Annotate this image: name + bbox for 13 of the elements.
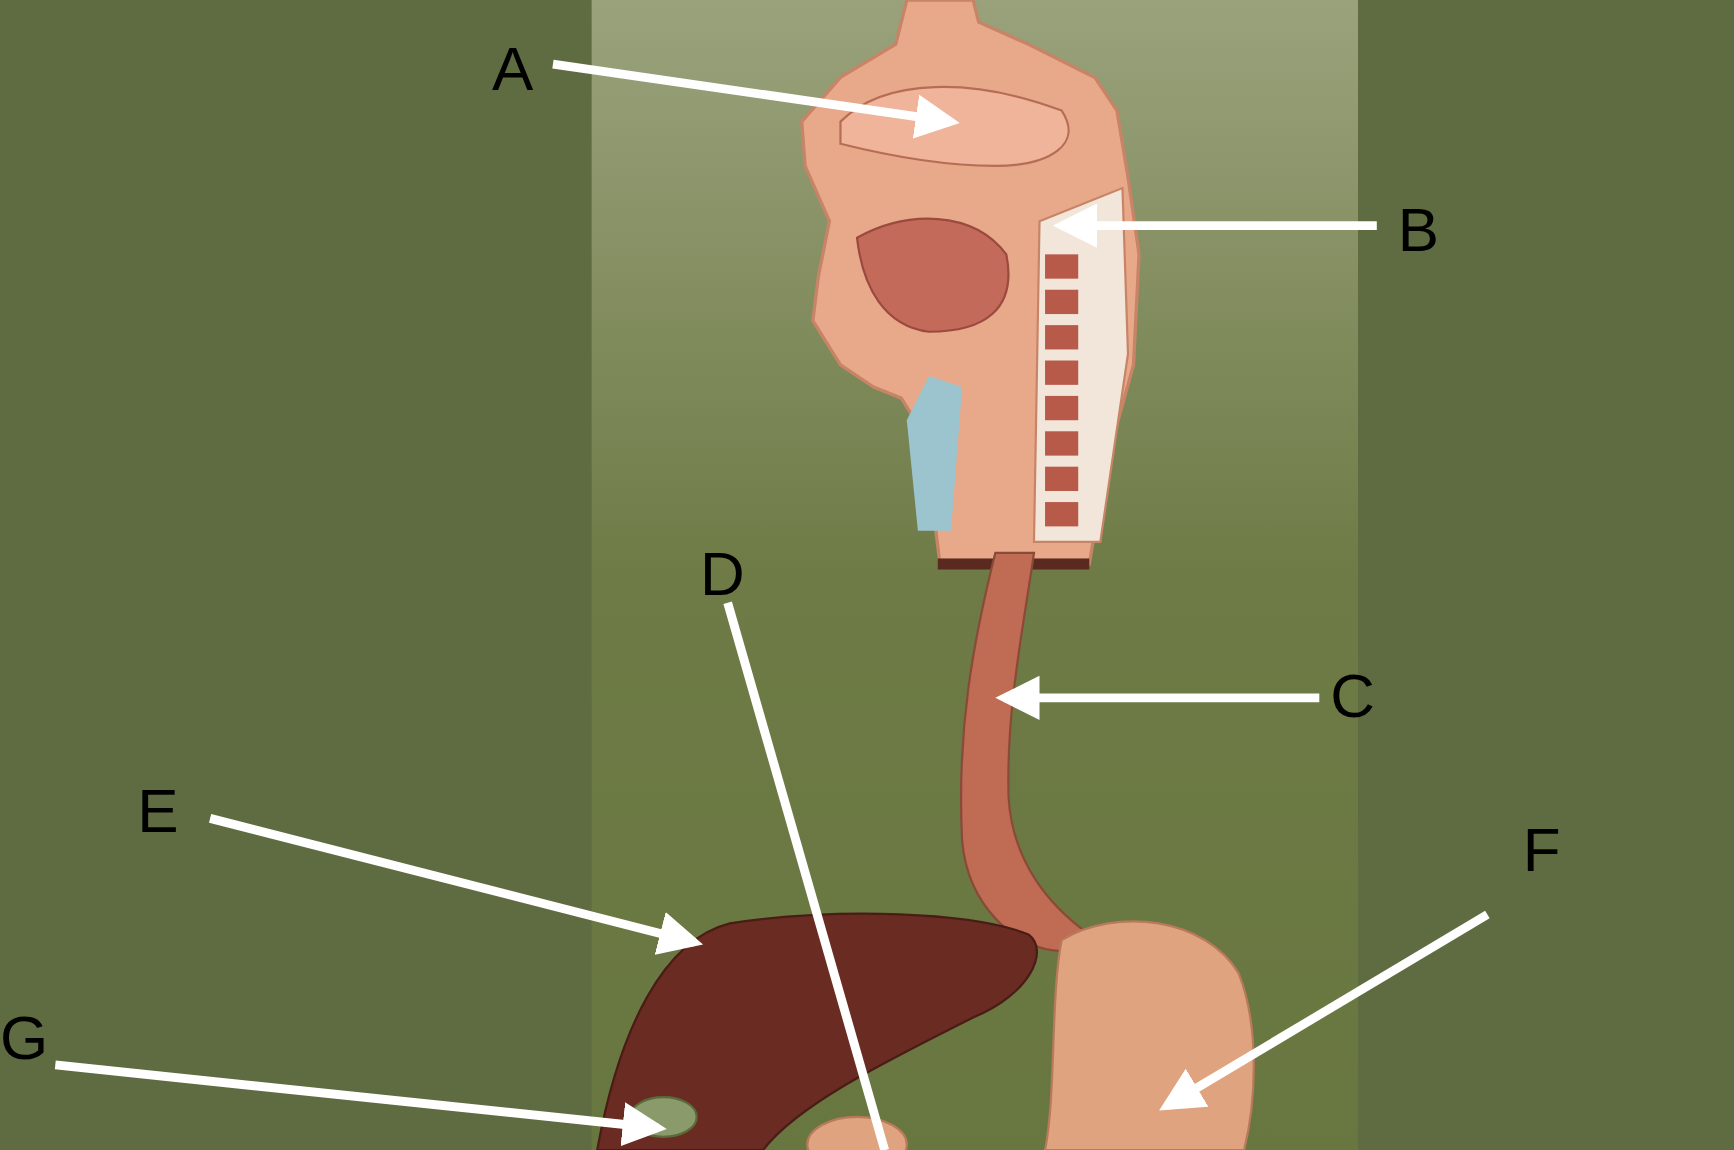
callout-letter: D: [700, 543, 745, 605]
leader-arrow: [54, 1060, 667, 1147]
callout-letter: B: [1397, 199, 1440, 261]
callout-letter: C: [1330, 664, 1376, 727]
leader-arrow: [1159, 910, 1490, 1111]
leader-line: [723, 601, 889, 1150]
callout-letter: F: [1522, 819, 1561, 882]
callout-letter: G: [0, 1007, 49, 1070]
leader-arrow: [209, 814, 704, 955]
callout-letter: A: [492, 37, 534, 100]
leader-arrow: [1052, 203, 1377, 248]
leader-arrow: [995, 675, 1320, 720]
callout-letter: E: [137, 779, 179, 842]
